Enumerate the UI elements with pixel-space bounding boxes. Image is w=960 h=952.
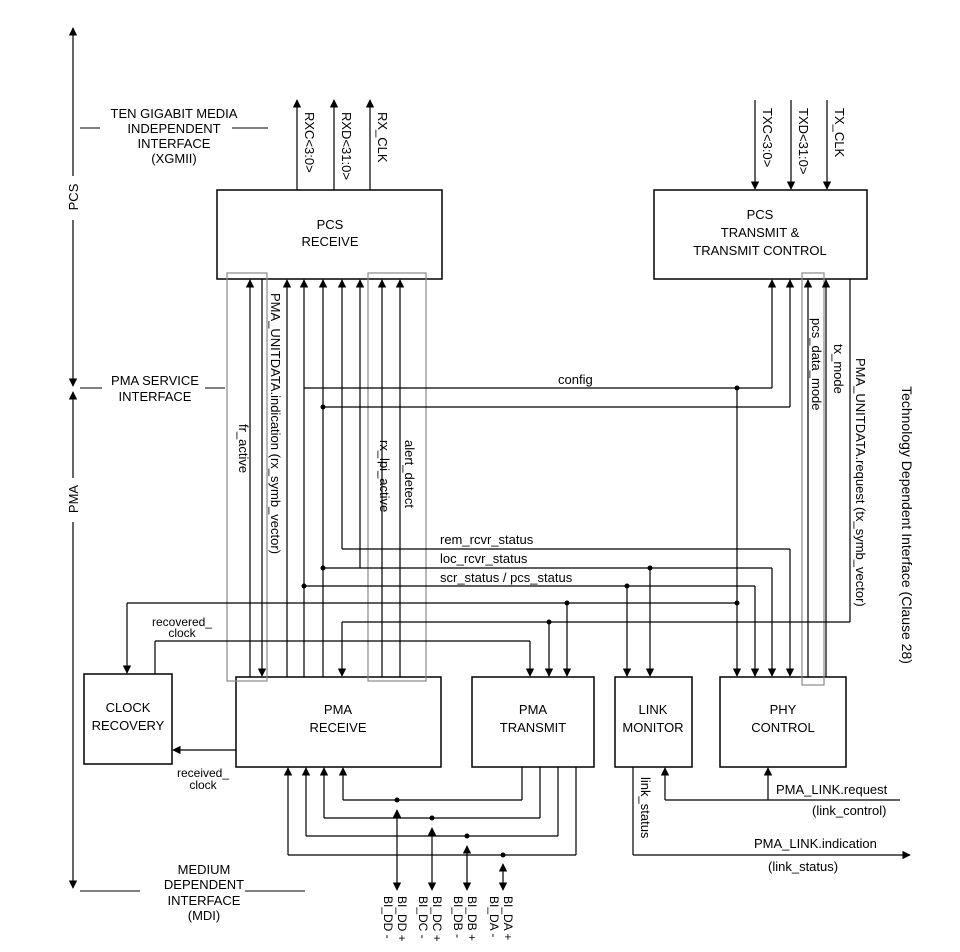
rx-lpi-active-label: rx_lpi_active [377, 440, 392, 512]
link-signals: link_status PMA_LINK.indication (link_st… [632, 767, 911, 874]
pma-unitdata-request-label: PMA_UNITDATA.request (tx_symb_vector) [853, 358, 868, 607]
link-control-label: (link_control) [812, 803, 886, 818]
svg-text:clock: clock [168, 626, 196, 640]
bi-da-plus-label: BI_DA + [501, 896, 515, 940]
svg-text:PMA SERVICE: PMA SERVICE [111, 373, 199, 388]
alert-detect-label: alert_detect [402, 440, 417, 508]
pma-unitdata-indication-label: PMA_UNITDATA.indication (rx_symb_vector) [268, 293, 283, 554]
pma-to-pcs-receive-signals: fr_active PMA_UNITDATA.indication (rx_sy… [236, 279, 417, 677]
svg-text:PMA: PMA [519, 702, 548, 717]
svg-text:TRANSMIT: TRANSMIT [500, 720, 567, 735]
tx-mode-label: tx_mode [831, 344, 846, 394]
link-status-paren-label: (link_status) [768, 859, 838, 874]
loc-rcvr-status-label: loc_rcvr_status [440, 551, 528, 566]
svg-text:TRANSMIT &: TRANSMIT & [721, 225, 800, 240]
phy-to-pcs-transmit-signals: pcs_data_mode tx_mode PMA_UNITDATA.reque… [767, 279, 868, 677]
bi-da-minus-label: BI_DA - [487, 896, 501, 937]
phy-control-block: PHY CONTROL [719, 676, 847, 768]
xgmii-tx-signals: TXC<3:0> TXD<31:0> TX_CLK [750, 100, 847, 190]
scr-pcs-status-label: scr_status / pcs_status [440, 570, 573, 585]
recovered-clock-label: recovered_ [152, 615, 212, 629]
pcs-transmit-block: PCS TRANSMIT & TRANSMIT CONTROL [653, 189, 868, 280]
svg-text:RECEIVE: RECEIVE [309, 720, 366, 735]
svg-text:INDEPENDENT: INDEPENDENT [127, 121, 220, 136]
svg-text:CONTROL: CONTROL [751, 720, 815, 735]
svg-text:clock: clock [189, 778, 217, 792]
xgmii-rx-signals: RXC<3:0> RXD<31:0> RX_CLK [292, 99, 390, 190]
svg-text:INTERFACE: INTERFACE [168, 893, 241, 908]
txd-label: TXD<31:0> [796, 108, 811, 175]
svg-text:(MDI): (MDI) [188, 908, 221, 923]
svg-text:TRANSMIT CONTROL: TRANSMIT CONTROL [693, 243, 826, 258]
clock-recovery-block: CLOCK RECOVERY [83, 673, 173, 765]
control-signals: config rem_rcvr_status loc_rcvr_status s… [122, 372, 850, 792]
svg-text:(XGMII): (XGMII) [151, 151, 197, 166]
link-monitor-block: LINK MONITOR [614, 676, 693, 768]
interface-markers [80, 127, 305, 892]
pcs-receive-block: PCS RECEIVE [216, 189, 443, 280]
mdi-pair-labels: BI_DD - BI_DD + BI_DC - BI_DC + BI_DB - … [381, 896, 515, 942]
bi-dd-plus-label: BI_DD + [395, 896, 409, 942]
bi-dc-plus-label: BI_DC + [430, 896, 444, 942]
xgmii-label: TEN GIGABIT MEDIA INDEPENDENT INTERFACE … [111, 106, 238, 166]
pcs-layer-label: PCS [66, 183, 81, 210]
bi-db-plus-label: BI_DB + [465, 896, 479, 941]
received-clock-label: received_ [177, 766, 229, 780]
pma-receive-block: PMA RECEIVE [235, 676, 442, 768]
config-label: config [558, 372, 593, 387]
txc-label: TXC<3:0> [760, 108, 775, 167]
mdi-label: MEDIUM DEPENDENT INTERFACE (MDI) [164, 862, 244, 923]
layer-axis: PCS PMA [66, 27, 81, 889]
svg-text:DEPENDENT: DEPENDENT [164, 877, 244, 892]
rxd-label: RXD<31:0> [339, 112, 354, 180]
svg-text:INTERFACE: INTERFACE [138, 136, 211, 151]
tx-clk-label: TX_CLK [832, 108, 847, 157]
bi-dd-minus-label: BI_DD - [381, 896, 395, 939]
svg-text:LINK: LINK [639, 702, 668, 717]
svg-text:PMA: PMA [324, 702, 353, 717]
svg-text:INTERFACE: INTERFACE [119, 389, 192, 404]
pma-transmit-block: PMA TRANSMIT [471, 676, 595, 768]
svg-text:PCS: PCS [317, 217, 344, 232]
rem-rcvr-status-label: rem_rcvr_status [440, 532, 534, 547]
technology-dependent-interface-label: Technology Dependent Interface (Clause 2… [899, 386, 915, 664]
rx-clk-label: RX_CLK [375, 112, 390, 163]
mdi-pair-lines [283, 767, 577, 891]
svg-text:PHY: PHY [770, 702, 797, 717]
pma-link-indication-label: PMA_LINK.indication [754, 836, 877, 851]
svg-text:RECOVERY: RECOVERY [92, 718, 165, 733]
svg-text:MONITOR: MONITOR [622, 720, 683, 735]
rxc-label: RXC<3:0> [302, 112, 317, 173]
bi-db-minus-label: BI_DB - [451, 896, 465, 938]
svg-text:MEDIUM: MEDIUM [178, 862, 231, 877]
pma-layer-label: PMA [66, 485, 81, 514]
pma-link-request-label: PMA_LINK.request [776, 782, 888, 797]
svg-text:CLOCK: CLOCK [106, 700, 151, 715]
fr-active-label: fr_active [236, 424, 251, 473]
link-status-label: link_status [638, 777, 653, 839]
bi-dc-minus-label: BI_DC - [416, 896, 430, 939]
svg-text:RECEIVE: RECEIVE [301, 234, 358, 249]
svg-text:PCS: PCS [747, 207, 774, 222]
svg-text:TEN GIGABIT MEDIA: TEN GIGABIT MEDIA [111, 106, 238, 121]
pcs-data-mode-label: pcs_data_mode [809, 318, 824, 411]
signal-group-outlines [226, 272, 825, 686]
pma-service-interface-label: PMA SERVICE INTERFACE [111, 373, 199, 404]
